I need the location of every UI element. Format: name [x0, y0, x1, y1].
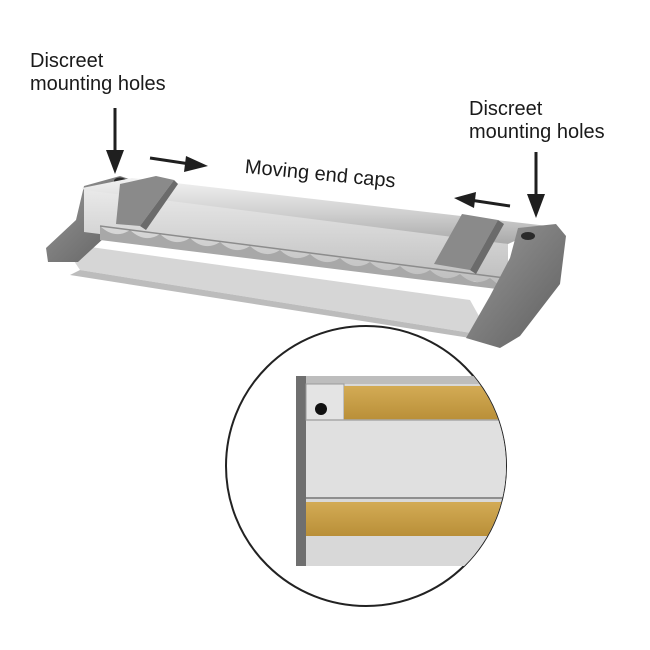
label-line: Discreet — [469, 98, 543, 120]
label-line: Discreet — [30, 50, 104, 72]
aluminum-bar-body — [84, 190, 508, 286]
arrow-down-left — [106, 108, 124, 174]
label-mounting-holes-right: Discreet mounting holes — [469, 98, 605, 144]
label-mounting-holes-left: Discreet mounting holes — [30, 50, 166, 96]
label-line: mounting holes — [469, 121, 605, 143]
aluminum-bar-top — [82, 178, 548, 244]
base-plate — [62, 243, 490, 336]
moving-end-cap-right — [434, 214, 498, 270]
gripper-roller-row — [99, 225, 506, 290]
adhesive-tape-top — [344, 386, 506, 420]
moving-end-cap-left — [116, 176, 174, 226]
mounting-hole-right — [521, 232, 535, 240]
detail-view — [296, 376, 506, 566]
adhesive-tape-bottom — [306, 502, 506, 536]
label-line: mounting holes — [30, 73, 166, 95]
arrow-down-right — [527, 152, 545, 218]
arrow-right-moving-cap — [149, 156, 208, 172]
arrow-left-moving-cap — [454, 192, 511, 208]
detail-mounting-hole — [315, 403, 327, 415]
right-end-cap — [466, 224, 566, 348]
